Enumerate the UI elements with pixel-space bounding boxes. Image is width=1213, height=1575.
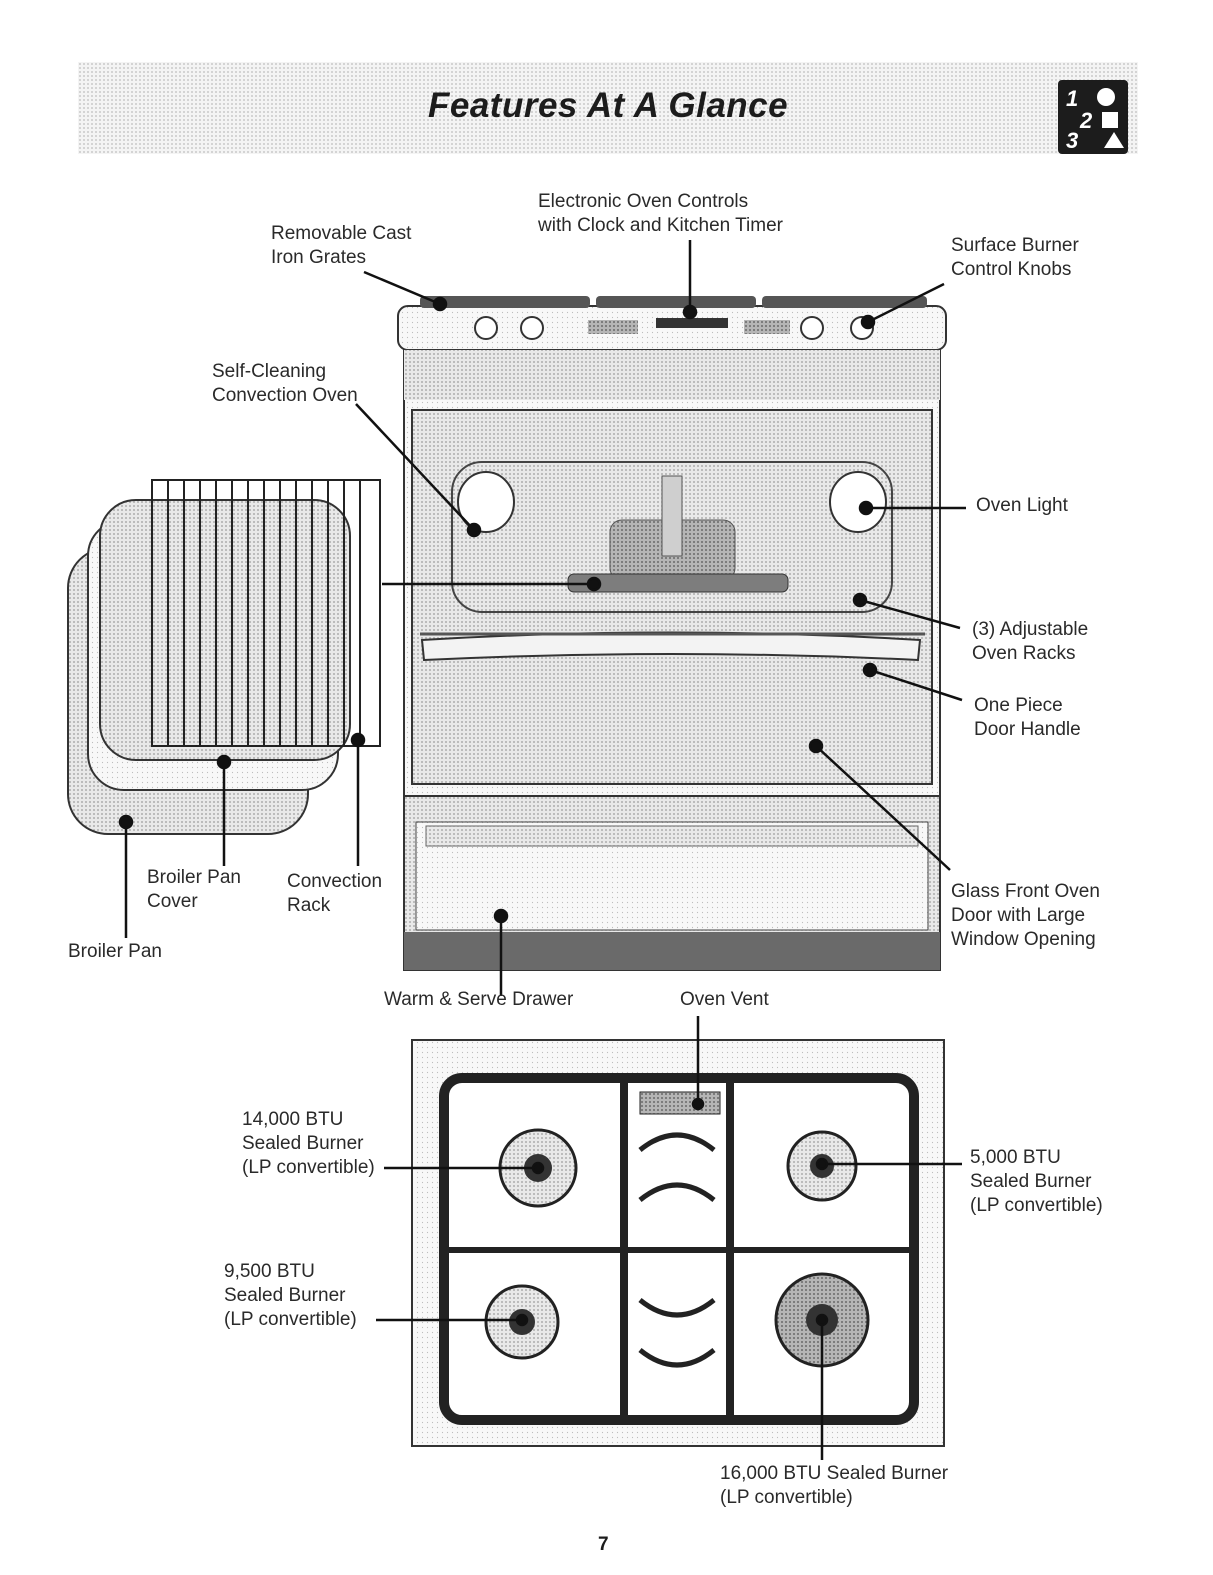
knob-icon bbox=[520, 316, 544, 340]
broiler-pan bbox=[67, 499, 351, 835]
header-banner bbox=[78, 62, 1138, 154]
cast-iron-grate-left bbox=[420, 296, 590, 308]
page-number: 7 bbox=[598, 1534, 609, 1555]
oven-vent bbox=[639, 1091, 721, 1115]
knob-icon bbox=[800, 316, 824, 340]
broiler-pan-label: Broiler Pan bbox=[68, 941, 162, 962]
cast-iron-grate-center bbox=[596, 296, 756, 308]
page-title: Features At A Glance bbox=[428, 86, 789, 125]
oven-vent-label: Oven Vent bbox=[680, 989, 769, 1010]
control-panel bbox=[397, 296, 947, 351]
knob-icon bbox=[474, 316, 498, 340]
warm-serve-drawer-label: Warm & Serve Drawer bbox=[384, 989, 574, 1010]
oven-light-label: Oven Light bbox=[976, 495, 1068, 516]
cooktop bbox=[411, 1039, 945, 1447]
display-panel bbox=[656, 318, 728, 328]
cast-iron-grate-right bbox=[762, 296, 927, 308]
convection-rack bbox=[151, 479, 381, 747]
oven-light-left bbox=[457, 471, 515, 533]
svg-text:3: 3 bbox=[1066, 128, 1078, 153]
oven-light-right bbox=[829, 471, 887, 533]
svg-text:1: 1 bbox=[1066, 86, 1078, 111]
steps-1-2-3-icon: 1 2 3 bbox=[1058, 80, 1128, 154]
svg-text:2: 2 bbox=[1079, 108, 1093, 133]
burner-16000-label: 16,000 BTU Sealed Burner(LP convertible) bbox=[720, 1463, 949, 1508]
